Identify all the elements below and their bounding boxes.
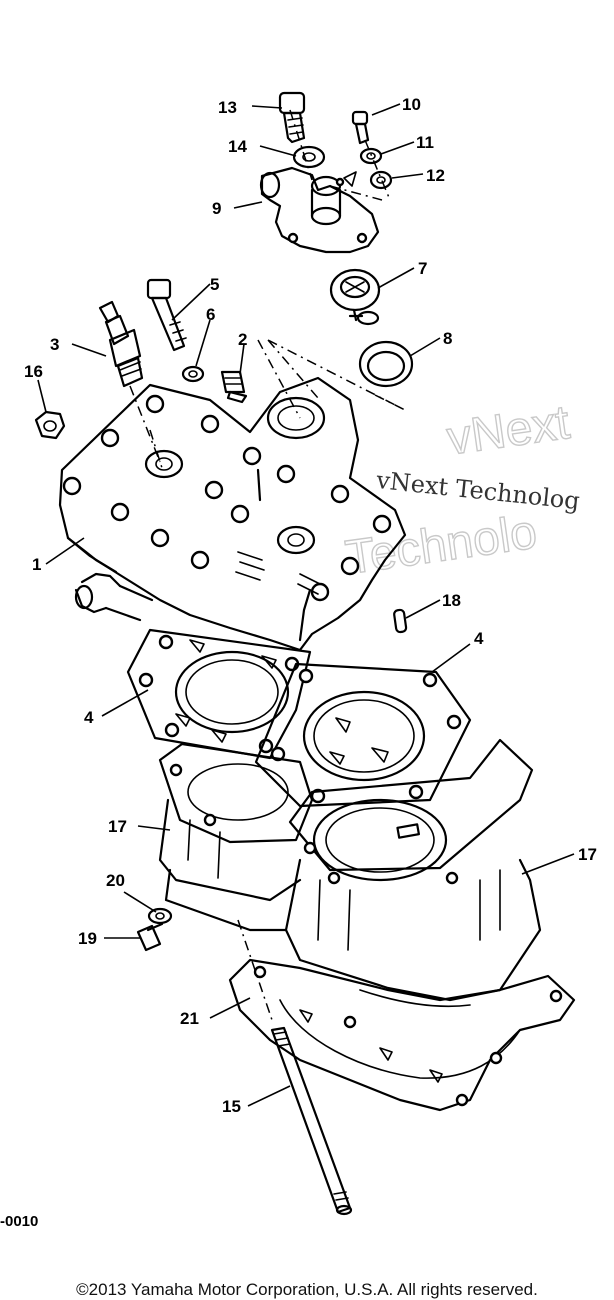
part-12-washer bbox=[369, 170, 393, 190]
callout-16: 16 bbox=[24, 362, 43, 381]
part-5-bolt bbox=[146, 278, 187, 352]
part-4-head-gasket-right bbox=[254, 662, 472, 808]
callout-15: 15 bbox=[222, 1097, 241, 1116]
callout-21: 21 bbox=[180, 1009, 199, 1028]
callout-6: 6 bbox=[206, 305, 215, 324]
axis-line-cover bbox=[289, 109, 391, 201]
part-15-stud bbox=[270, 1026, 353, 1216]
callout-12: 12 bbox=[426, 166, 445, 185]
part-16-nut bbox=[34, 410, 66, 440]
part-17-cylinder-right bbox=[164, 738, 542, 1002]
callout-3: 3 bbox=[50, 335, 59, 354]
part-11-washer bbox=[359, 147, 383, 165]
part-1-cylinder-head bbox=[58, 376, 407, 652]
part-6-washer bbox=[181, 365, 205, 383]
callout-11: 11 bbox=[416, 133, 434, 152]
callout-17-right: 17 bbox=[578, 845, 597, 864]
part-20-washer bbox=[147, 907, 173, 925]
part-3-spark-plug bbox=[98, 300, 144, 388]
part-10-bolt bbox=[351, 110, 370, 145]
part-7-thermostat bbox=[329, 268, 381, 326]
callout-1: 1 bbox=[32, 555, 41, 574]
part-4-head-gasket-left bbox=[126, 628, 312, 760]
callout-18: 18 bbox=[442, 591, 461, 610]
axis-line-thermostat bbox=[267, 339, 406, 411]
callout-19: 19 bbox=[78, 929, 97, 948]
part-17-cylinder-left bbox=[158, 742, 314, 902]
callout-4-left: 4 bbox=[84, 708, 94, 727]
part-8-gasket-ring bbox=[358, 340, 414, 388]
callout-labels: 13 10 14 11 12 9 7 5 8 6 3 2 16 1 18 4 4… bbox=[24, 95, 597, 1116]
callout-8: 8 bbox=[443, 329, 452, 348]
callout-5: 5 bbox=[210, 275, 219, 294]
part-19-bolt bbox=[136, 922, 164, 952]
callout-2: 2 bbox=[238, 330, 247, 349]
part-13-bolt bbox=[278, 91, 306, 144]
callout-4-top: 4 bbox=[474, 629, 484, 648]
watermark-text-bottom: Technolo bbox=[342, 506, 540, 585]
part-18-dowel-pin bbox=[393, 608, 408, 634]
callout-20: 20 bbox=[106, 871, 125, 890]
reference-code: -0010 bbox=[0, 1213, 39, 1230]
callout-9: 9 bbox=[212, 199, 221, 218]
callout-14: 14 bbox=[228, 137, 247, 156]
copyright-notice: ©2013 Yamaha Motor Corporation, U.S.A. A… bbox=[76, 1280, 538, 1299]
part-21-base-gasket bbox=[228, 958, 576, 1112]
leader-lines bbox=[37, 103, 575, 1107]
part-14-washer bbox=[292, 145, 326, 169]
part-9-thermostat-cover bbox=[259, 166, 380, 254]
callout-7: 7 bbox=[418, 259, 427, 278]
axis-line-head bbox=[129, 339, 301, 469]
axis-line-cylinder bbox=[237, 919, 273, 1021]
callout-10: 10 bbox=[402, 95, 421, 114]
part-2-sensor bbox=[220, 370, 248, 404]
callout-17-left: 17 bbox=[108, 817, 127, 836]
callout-13: 13 bbox=[218, 98, 237, 117]
watermark-text-top: vNext bbox=[444, 396, 573, 466]
